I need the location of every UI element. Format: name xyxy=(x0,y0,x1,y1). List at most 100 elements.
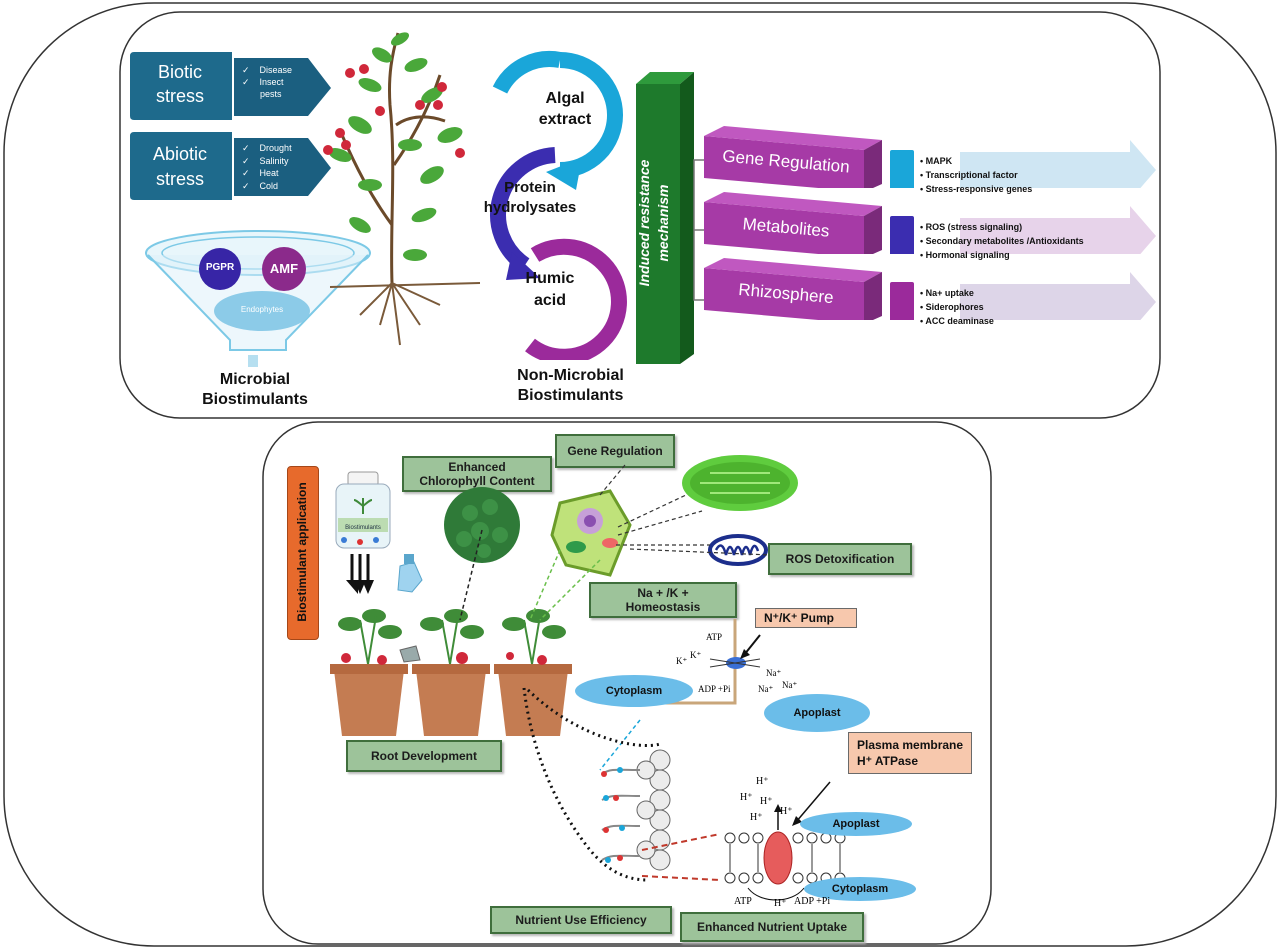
microbial-funnel xyxy=(145,230,371,367)
humic-line-2: acid xyxy=(533,292,566,309)
mechanism-bullet: • ACC deaminase xyxy=(920,316,994,326)
mechanism-bullet: • Stress-responsive genes xyxy=(920,184,1033,194)
membrane-diagram xyxy=(724,781,846,901)
mechanism-bullet: • Secondary metabolites /Antioxidants xyxy=(920,236,1084,246)
pump-adp: ADP +Pi xyxy=(698,684,731,694)
nutrient-use-box: Nutrient Use Efficiency xyxy=(490,906,672,934)
mechanism-shape xyxy=(704,136,864,192)
mechanism-bullet: • Hormonal signaling xyxy=(920,250,1010,260)
mechanism-row: Rhizosphere• Na+ uptake• Siderophores• A… xyxy=(700,254,1170,334)
mechanism-shape xyxy=(864,206,882,258)
abiotic-title-2: stress xyxy=(155,169,204,189)
chlorophyll-line-2: Chlorophyll Content xyxy=(419,474,535,488)
pump-na3: Na⁺ xyxy=(782,680,798,690)
mechanism-bullet: • Na+ uptake xyxy=(920,288,974,298)
non-microbial-cycle xyxy=(490,51,627,360)
hplus-5: H⁺ xyxy=(780,806,793,817)
mechanism-shape xyxy=(864,272,882,324)
atpase-label: Plasma membrane H⁺ ATPase xyxy=(848,732,972,774)
raspberry-plant-illustration xyxy=(323,32,481,346)
microbial-label-1: Microbial xyxy=(219,371,291,388)
protein-line-1: Protein xyxy=(504,179,556,196)
mechanism-bullets: • MAPK• Transcriptional factor• Stress-r… xyxy=(920,154,1032,196)
pump-k1: K⁺ xyxy=(676,656,688,666)
abiotic-item-drought: ✓ Drought xyxy=(242,143,292,153)
connector-lines xyxy=(459,529,641,771)
abiotic-stress-arrow: Abiotic stress ✓ Drought ✓ Salinity ✓ He… xyxy=(128,130,333,202)
humic-line-1: Humic xyxy=(525,270,575,287)
mechanism-shape xyxy=(960,272,1156,332)
mechanism-shape xyxy=(960,206,1156,266)
mechanism-shape xyxy=(960,140,1156,200)
mechanism-bullet: • MAPK xyxy=(920,156,953,166)
hplus-3: H⁺ xyxy=(760,796,773,807)
pump-k2: K⁺ xyxy=(690,650,702,660)
biotic-title-2: stress xyxy=(155,86,204,106)
abiotic-item-salinity: ✓ Salinity xyxy=(242,155,289,166)
root-development-box: Root Development xyxy=(346,740,502,772)
mechanism-shape xyxy=(704,268,864,324)
cell-organelles xyxy=(444,455,798,577)
mechanism-shape xyxy=(704,258,882,282)
mechanism-label: Induced resistance mechanism xyxy=(635,123,681,323)
microbial-label-2: Biostimulants xyxy=(202,391,308,408)
mechanism-shape xyxy=(890,150,914,202)
mechanism-bullet: • ROS (stress signaling) xyxy=(920,222,1023,232)
abiotic-item-cold: ✓ Cold xyxy=(242,180,279,191)
apoplast-bottom: Apoplast xyxy=(800,812,912,836)
non-microbial-label-2: Biostimulants xyxy=(517,387,624,404)
gene-regulation-box: Gene Regulation xyxy=(555,434,675,468)
mechanism-bullets: • ROS (stress signaling) • Secondary meta… xyxy=(920,220,1084,262)
abiotic-item-heat: ✓ Heat xyxy=(242,168,279,178)
endophytes-label: Endophytes xyxy=(240,305,284,314)
atpase-line-1: Plasma membrane xyxy=(857,738,964,752)
cytoplasm-top: Cytoplasm xyxy=(575,675,693,707)
homeostasis-line-2: Homeostasis xyxy=(625,600,701,614)
homeostasis-line-1: Na + /K + xyxy=(637,585,689,600)
mechanism-line-2: mechanism xyxy=(655,184,671,262)
mechanism-row: Metabolites• ROS (stress signaling)• Sec… xyxy=(700,188,1170,268)
biotic-stress-arrow: Biotic stress ✓ Disease ✓ Insect pests xyxy=(128,50,333,122)
ros-detoxification-box: ROS Detoxification xyxy=(768,543,912,575)
pump-atp: ATP xyxy=(706,632,723,642)
mechanism-shape xyxy=(890,282,914,334)
root-hair-diagram xyxy=(522,687,671,882)
abiotic-arrow-shape xyxy=(130,132,331,200)
chlorophyll-line-1: Enhanced xyxy=(448,459,506,474)
non-microbial-biostimulants-label: Non-Microbial Biostimulants xyxy=(488,366,653,406)
membrane-adp: ADP +Pi xyxy=(794,896,831,907)
bottle-label: Biostimulants xyxy=(345,525,381,531)
pump-na2: Na⁺ xyxy=(758,684,774,694)
pump-label: N⁺/K⁺ Pump xyxy=(755,608,857,628)
non-microbial-label-1: Non-Microbial xyxy=(517,367,624,384)
mechanism-list: Gene Regulation• MAPK• Transcriptional f… xyxy=(700,122,1170,334)
biotic-title-1: Biotic xyxy=(157,62,202,82)
protein-line-2: hydrolysates xyxy=(483,199,577,216)
amf-label: AMF xyxy=(269,261,299,276)
mechanism-bullet: • Siderophores xyxy=(920,302,984,312)
nutrient-uptake-box: Enhanced Nutrient Uptake xyxy=(680,912,864,942)
humic-acid-label: Humic acid xyxy=(510,268,590,312)
application-label-box xyxy=(287,466,319,640)
membrane-atp: ATP xyxy=(734,896,752,907)
biotic-item-insect: ✓ Insect xyxy=(242,77,284,87)
protein-hydrolysates-label: Protein hydrolysates xyxy=(470,178,590,218)
mechanism-row-shapes xyxy=(704,126,1156,202)
application-label: Biostimulant application xyxy=(295,482,309,622)
hplus-4: H⁺ xyxy=(750,812,763,823)
mechanism-row-shapes xyxy=(704,258,1156,334)
mechanism-bar xyxy=(636,72,694,364)
mechanism-bullets: • Na+ uptake • Siderophores • ACC deaminas… xyxy=(920,286,994,328)
mechanism-shape xyxy=(704,126,882,150)
mechanism-shape xyxy=(864,140,882,192)
algal-line-2: extract xyxy=(538,111,592,128)
pgpr-label: PGPR xyxy=(205,262,235,273)
algal-extract-label: Algal extract xyxy=(520,88,610,130)
algal-line-1: Algal xyxy=(545,90,585,107)
biotic-arrow-shape xyxy=(130,52,331,120)
cytoplasm-bottom: Cytoplasm xyxy=(804,877,916,901)
mechanism-shape xyxy=(890,216,914,268)
strawberry-pots xyxy=(330,609,572,736)
red-dashed-arrows xyxy=(641,833,721,881)
microbial-biostimulants-label: Microbial Biostimulants xyxy=(180,370,330,410)
